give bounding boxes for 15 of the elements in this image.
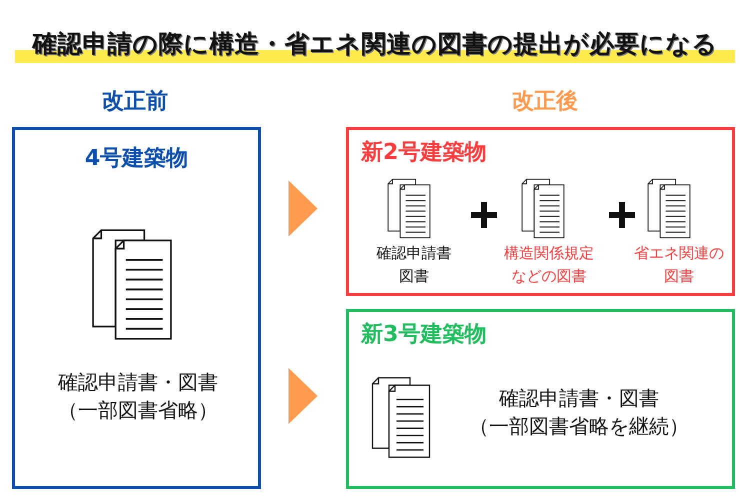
column-heading: 改正前: [101, 88, 169, 116]
description-text: 確認申請書・図書（一部図書省略を継続）: [468, 385, 690, 440]
document-caption: 構造関係規定などの図書: [503, 243, 595, 286]
document-caption: 確認申請書図書: [376, 243, 452, 286]
box-heading: 新2号建築物: [361, 140, 486, 166]
category-box: [346, 309, 735, 489]
arrow: [288, 180, 318, 236]
column-heading: 改正後: [511, 88, 579, 116]
box-heading: 新3号建築物: [361, 322, 486, 348]
description-text: 確認申請書・図書（一部図書省略）: [57, 369, 219, 424]
document-caption: 省エネ関連の図書: [633, 243, 725, 286]
category-box: [346, 127, 735, 296]
arrow: [288, 368, 318, 424]
box-heading: 4号建築物: [84, 146, 190, 172]
category-box: [12, 127, 261, 489]
